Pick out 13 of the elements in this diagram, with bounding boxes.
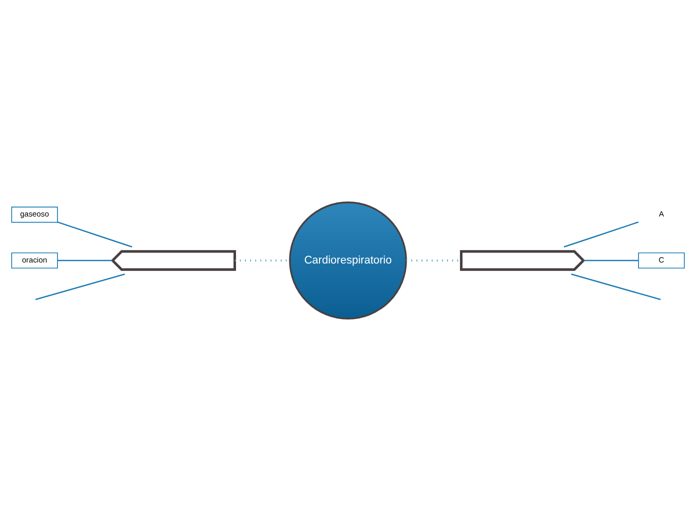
node-text: A xyxy=(658,209,664,218)
connector xyxy=(571,273,661,300)
node-circle: Cardiorespiratorio xyxy=(289,201,407,319)
node-pentagon xyxy=(460,250,586,270)
node-box: oracion xyxy=(11,252,58,268)
connector xyxy=(564,220,639,247)
node-box: C xyxy=(638,252,685,268)
node-pentagon xyxy=(110,250,236,270)
node-box: gaseoso xyxy=(11,206,58,222)
connector xyxy=(35,273,126,300)
connector xyxy=(583,259,638,261)
connector xyxy=(57,220,132,247)
connector xyxy=(58,259,113,261)
